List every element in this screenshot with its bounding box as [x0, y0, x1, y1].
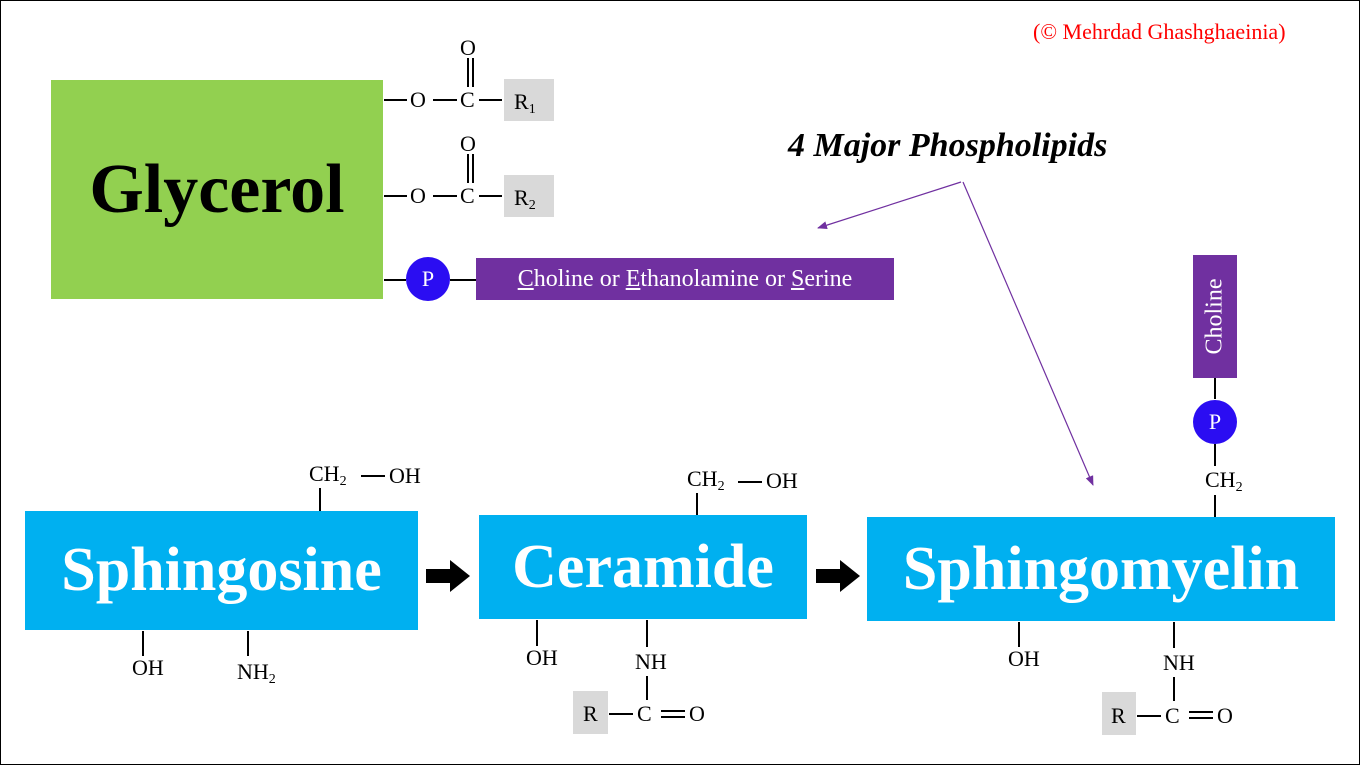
ceramide-nh-c-bond [646, 676, 648, 700]
ester2-o-top: O [460, 131, 476, 156]
ester2-r: R2 [514, 185, 536, 213]
ceramide-r-box [573, 691, 608, 734]
sphingosine-ch2-oh-bond [361, 475, 385, 477]
sphingomyelin-c-o-double-a [1189, 711, 1213, 713]
choline-phosphate-bond [1214, 378, 1216, 399]
sphingomyelin-r-box [1102, 692, 1136, 735]
sphingosine-box: Sphingosine [25, 511, 418, 630]
ceramide-nh-bond [646, 620, 648, 647]
right-arrow-icon [426, 560, 470, 592]
sphingomyelin-nh-c-bond [1173, 677, 1175, 701]
ceramide-r-c-bond [609, 713, 633, 715]
sphingomyelin-nh: NH [1163, 650, 1195, 675]
headgroup-choline-initial: C [517, 265, 534, 292]
ester1-o-top: O [460, 35, 476, 60]
ceramide-c-o-double-a [661, 710, 685, 712]
ester2-double-bond-a [467, 154, 469, 183]
ester1-bond-c-r [479, 99, 502, 101]
glycerol-label: Glycerol [89, 150, 345, 228]
sphingosine-oh: OH [132, 655, 164, 680]
ceramide-o: O [689, 701, 705, 726]
sphingomyelin-r-c-bond [1137, 715, 1161, 717]
ester1-c: C [460, 87, 475, 112]
sphingomyelin-nh-bond [1173, 622, 1175, 648]
ester1-double-bond-b [472, 58, 474, 87]
ceramide-ch2: CH2 [687, 466, 725, 494]
headgroup-ethanolamine-rest: thanolamine or [640, 265, 791, 292]
sphingosine-top-oh: OH [389, 463, 421, 488]
sphingomyelin-ch2: CH2 [1205, 467, 1243, 495]
glycerol-phosphate-bond [384, 279, 406, 281]
sphingomyelin-choline-label: Choline [1201, 278, 1228, 355]
sphingomyelin-c: C [1165, 703, 1180, 728]
headgroup-choline-rest: holine or [533, 265, 626, 292]
phosphate-ch2-bond [1214, 444, 1216, 466]
glycerol-phosphate: P [406, 257, 450, 301]
ester2-bond-c-r [479, 195, 502, 197]
sphingosine-nh2: NH2 [237, 659, 276, 687]
sphingosine-ch2-bond [319, 488, 321, 511]
sphingomyelin-o: O [1217, 703, 1233, 728]
sphingomyelin-phosphate: P [1193, 400, 1237, 444]
ester1-double-bond-a [467, 58, 469, 87]
ester2-c: C [460, 183, 475, 208]
headgroup-serine-initial: S [790, 265, 805, 292]
ceramide-ch2-oh-bond [738, 481, 762, 483]
ester2-bond-glycerol-o [384, 195, 407, 197]
pointer-arrow-sphingomyelin [962, 181, 1094, 486]
ceramide-c-o-double-b [661, 716, 685, 718]
ester2-double-bond-b [472, 154, 474, 183]
ceramide-label: Ceramide [512, 532, 774, 601]
ester1-bond-glycerol-o [384, 99, 407, 101]
sphingosine-oh-bond [142, 631, 144, 656]
ester1-o: O [410, 87, 426, 112]
ester1-r-box [504, 79, 554, 121]
ceramide-oh-bond [536, 620, 538, 646]
phosphate-headgroup-bond [450, 279, 476, 281]
pointer-arrow-glycerol [817, 181, 962, 230]
ceramide-oh: OH [526, 645, 558, 670]
sphingosine-ch2: CH2 [309, 461, 347, 489]
glycerol-box: Glycerol [51, 80, 383, 299]
sphingomyelin-r: R [1111, 703, 1126, 728]
ceramide-r: R [583, 701, 598, 726]
sphingomyelin-ch2-bond [1214, 495, 1216, 517]
sphingomyelin-label: Sphingomyelin [902, 534, 1300, 603]
copyright-text: (© Mehrdad Ghashghaeinia) [1033, 19, 1286, 44]
sphingomyelin-c-o-double-b [1189, 717, 1213, 719]
sphingomyelin-oh: OH [1008, 646, 1040, 671]
sphingomyelin-box: Sphingomyelin [867, 517, 1335, 621]
sphingosine-label: Sphingosine [61, 536, 382, 604]
sphingomyelin-choline-box: Choline [1193, 255, 1237, 378]
ceramide-nh: NH [635, 649, 667, 674]
ester2-r-box [504, 175, 554, 217]
ceramide-box: Ceramide [479, 515, 807, 619]
ceramide-top-oh: OH [766, 468, 798, 493]
ester2-o: O [410, 183, 426, 208]
diagram-title: 4 Major Phospholipids [788, 127, 1108, 164]
ester1-bond-o-c [433, 99, 457, 101]
sphingomyelin-oh-bond [1018, 622, 1020, 647]
right-arrow-icon [816, 560, 860, 592]
sphingosine-nh2-bond [247, 631, 249, 656]
ceramide-c: C [637, 701, 652, 726]
headgroup-ethanolamine-initial: E [625, 265, 641, 292]
ceramide-ch2-bond [696, 493, 698, 515]
headgroup-serine-rest: erine [804, 265, 853, 292]
ester2-bond-o-c [433, 195, 457, 197]
ester1-r: R1 [514, 89, 536, 117]
